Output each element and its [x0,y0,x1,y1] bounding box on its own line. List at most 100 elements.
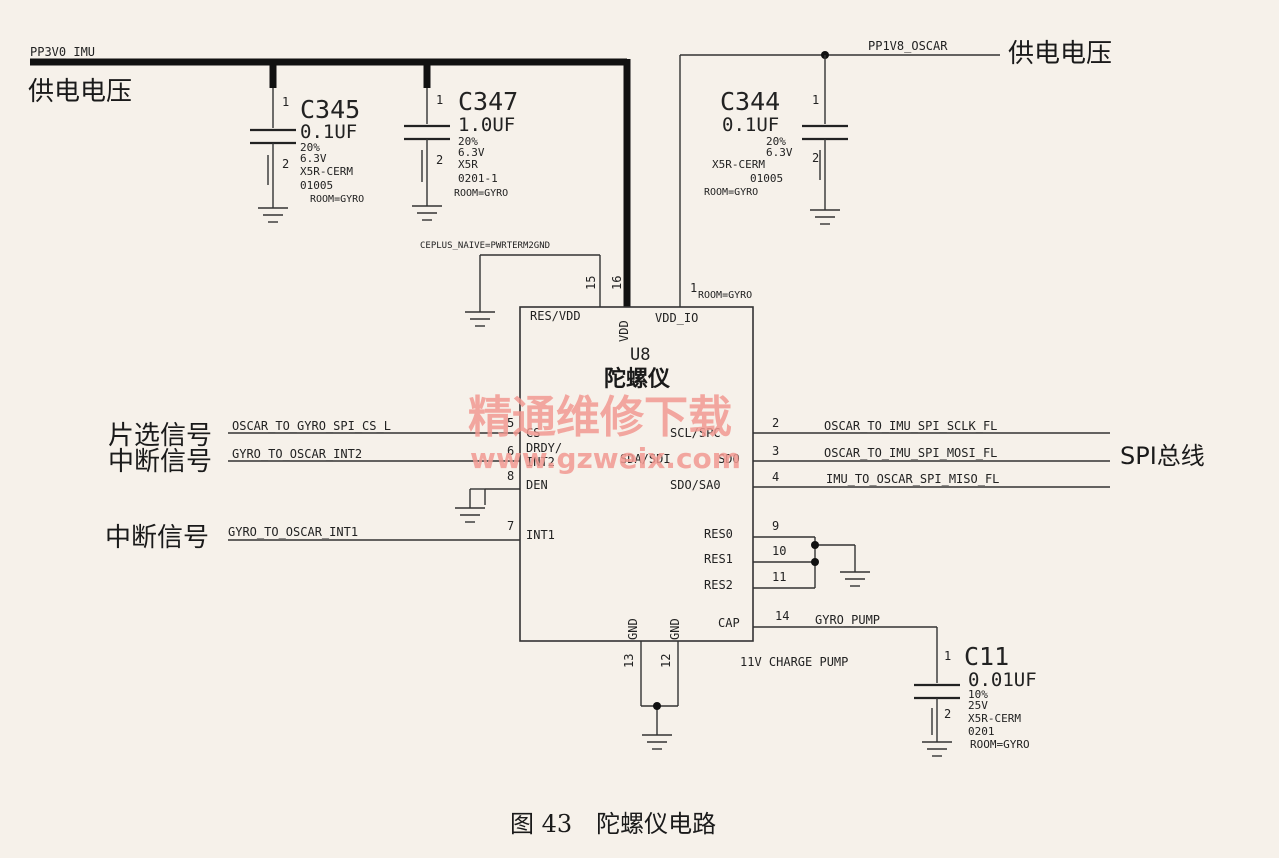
pp3v0-net-label: PP3V0_IMU [30,45,95,59]
c344-tolerance: 20% [766,135,786,148]
watermark-url: www.gzweix.com [470,442,741,475]
pin-int1: INT1 [526,528,555,542]
net-miso: IMU_TO_OSCAR_SPI_MISO_FL [826,472,999,486]
pin-gnd-13: GND [626,618,640,640]
pin-number-1: 1 [690,281,697,295]
net-sclk: OSCAR_TO_IMU_SPI_SCLK_FL [824,419,997,433]
c11-value: 0.01UF [968,669,1037,691]
pin-number-3: 3 [772,444,779,458]
c344-pin2: 2 [812,151,819,165]
pin-sdo-sa0: SDO/SA0 [670,478,721,492]
pin-res0: RES0 [704,527,733,541]
chip-body-u8 [519,306,754,642]
c347-package: 0201-1 [458,172,498,185]
watermark-cn: 精通维修下载 [468,392,732,443]
junction-res0-res1 [811,541,819,549]
net-mosi: OSCAR_TO_IMU_SPI_MOSI_FL [824,446,997,460]
c11-voltage: 25V [968,699,988,712]
c347-tolerance: 20% [458,135,478,148]
c345-room: ROOM=GYRO [310,194,364,205]
pin-cap: CAP [718,616,740,630]
pin-number-7: 7 [507,519,514,533]
pin-number-11: 11 [772,570,786,584]
pin-number-15: 15 [584,276,598,290]
chip-ref: U8 [630,345,650,365]
pin-number-9: 9 [772,519,779,533]
net-int2: GYRO_TO_OSCAR_INT2 [232,447,362,461]
c347-value: 1.0UF [458,114,515,136]
capacitor-c345 [250,88,296,223]
left-pin-wires [228,432,520,541]
junction-gnd [653,702,661,710]
supply-voltage-label-left: 供电电压 [28,77,132,107]
pin-number-14: 14 [775,609,789,623]
c345-tolerance: 20% [300,141,320,154]
c345-ref: C345 [300,95,360,124]
c344-package: 01005 [750,172,783,185]
c11-package: 0201 [968,725,995,738]
c347-voltage: 6.3V [458,146,485,159]
c11-pin1: 1 [944,649,951,663]
capacitor-c344 [802,124,848,225]
c11-dielectric: X5R-CERM [968,712,1021,725]
charge-pump-note: 11V CHARGE PUMP [740,655,848,669]
right-pin-wires [753,432,1110,589]
c347-room: ROOM=GYRO [454,188,508,199]
gyro-pump-net [753,626,960,757]
ceplus-note: CEPLUS_NAIVE=PWRTERM2GND [420,241,550,251]
c11-room: ROOM=GYRO [970,738,1030,751]
chip-room: ROOM=GYRO [698,290,752,301]
c345-pin2: 2 [282,157,289,171]
net-int1: GYRO_TO_OSCAR_INT1 [228,525,358,539]
annotation-spi-bus: SPI总线 [1120,442,1205,470]
pin-sda-sdi: SDA/SDI [620,452,671,466]
pin-number-6: 6 [507,444,514,458]
supply-voltage-label-right: 供电电压 [1008,39,1112,69]
pin-number-13: 13 [622,654,636,668]
junction-res1-res2 [811,558,819,566]
pin-number-2: 2 [772,416,779,430]
c344-room: ROOM=GYRO [704,187,758,198]
pin-res1: RES1 [704,552,733,566]
net-gyro-pump: GYRO_PUMP [815,613,880,627]
c345-voltage: 6.3V [300,152,327,165]
c345-pin1: 1 [282,95,289,109]
c345-package: 01005 [300,179,333,192]
pin-number-4: 4 [772,470,779,484]
pin-number-12: 12 [659,654,673,668]
pin-den: DEN [526,478,548,492]
res-vdd-ground [465,254,601,327]
pp1v8-net-label: PP1V8_OSCAR [868,39,948,53]
pin-drdy: DRDY/ [526,441,562,455]
c11-pin2: 2 [944,707,951,721]
pin-number-8: 8 [507,469,514,483]
c11-ref: C11 [964,642,1009,671]
c347-pin2: 2 [436,153,443,167]
pin-cs: CS [526,426,540,440]
chip-name: 陀螺仪 [604,366,671,392]
capacitor-c347 [404,88,450,221]
c344-ref: C344 [720,87,780,116]
pin-vdd-io: VDD_IO [655,311,698,325]
c347-ref: C347 [458,87,518,116]
annotation-interrupt-2: 中断信号 [108,447,212,477]
c347-dielectric: X5R [458,158,478,171]
c345-value: 0.1UF [300,121,357,143]
c344-dielectric: X5R-CERM [712,158,765,171]
annotation-interrupt-1: 中断信号 [105,523,209,553]
c344-pin1: 1 [812,93,819,107]
pp3v0-rail [30,58,631,307]
bottom-ground-wires [640,641,679,750]
c345-dielectric: X5R-CERM [300,165,353,178]
pin-int2: INT2 [526,455,555,469]
pin-res-vdd: RES/VDD [530,309,581,323]
pin-number-5: 5 [507,416,514,430]
net-cs: OSCAR_TO_GYRO_SPI_CS_L [232,419,391,433]
pin-number-10: 10 [772,544,786,558]
pin-res2: RES2 [704,578,733,592]
pin-gnd-12: GND [668,618,682,640]
c347-pin1: 1 [436,93,443,107]
pin-number-16: 16 [610,276,624,290]
pp1v8-rail [679,51,1000,307]
